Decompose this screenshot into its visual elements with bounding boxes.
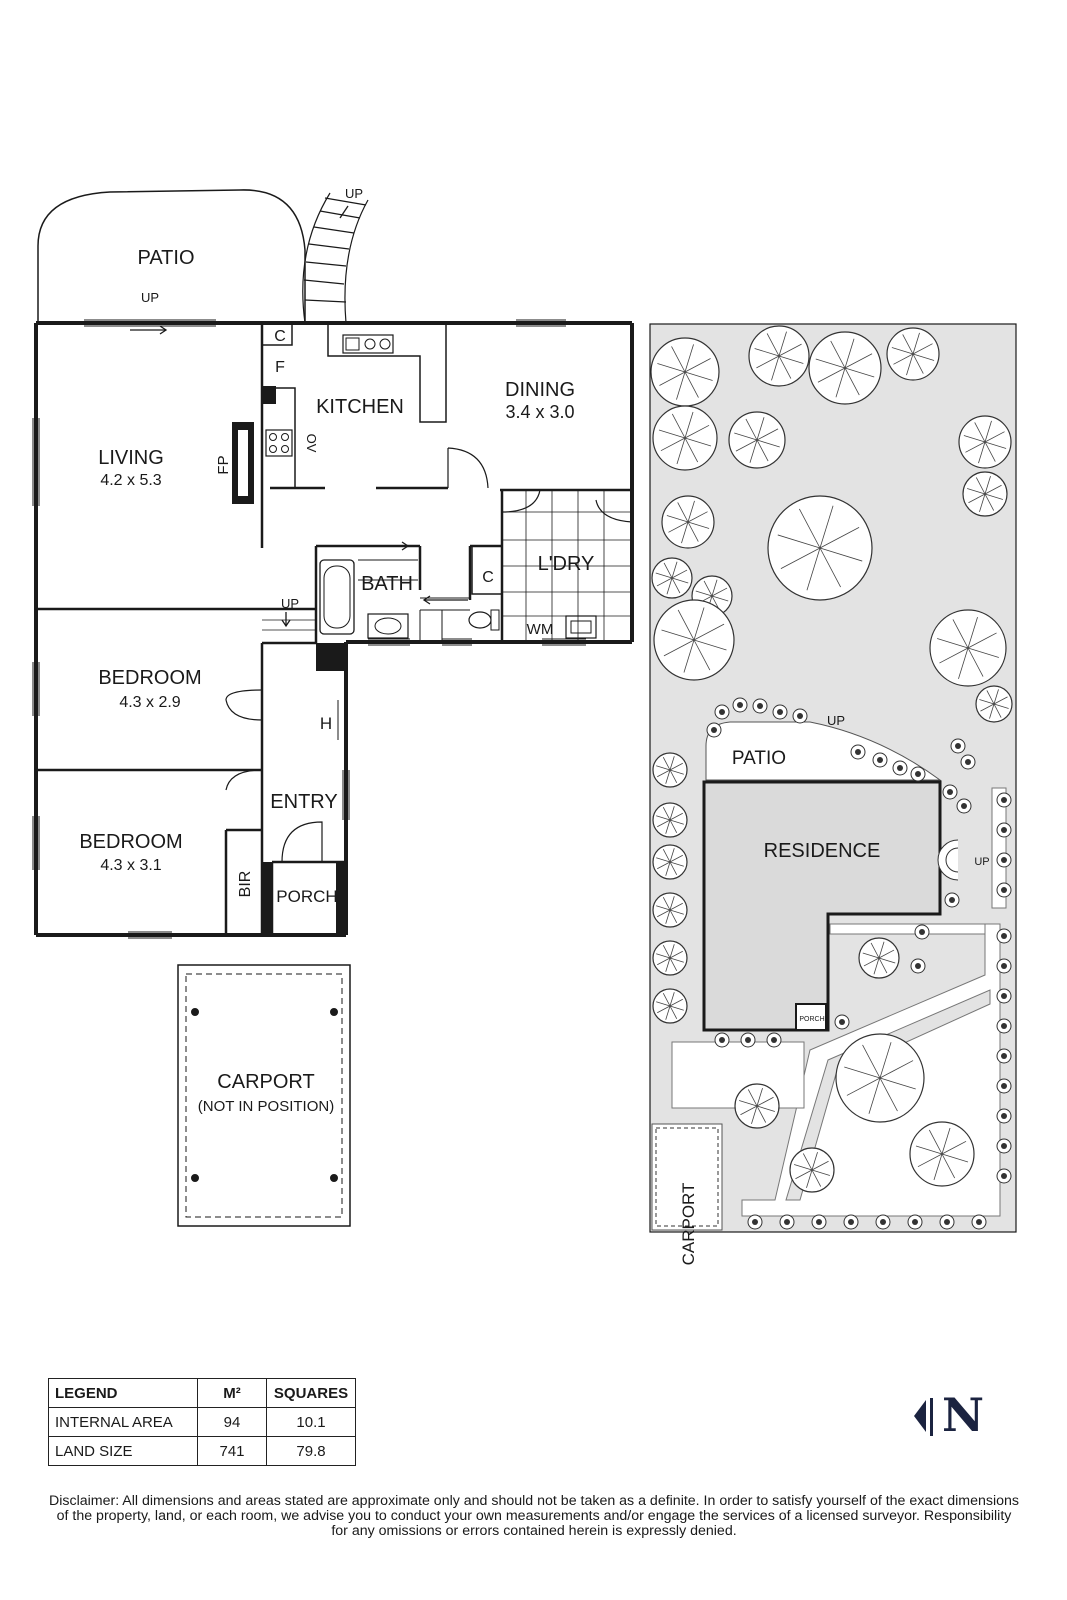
kitchen-label: KITCHEN <box>316 396 404 418</box>
legend-header-squares: SQUARES <box>266 1378 356 1408</box>
fireplace-label: FP <box>215 455 232 474</box>
siteplan: RESIDENCE PATIO PORCH UP UP CARPORT <box>649 323 1017 1265</box>
kitchen-cupboard <box>261 322 293 346</box>
site-up-patio: UP <box>827 713 845 728</box>
carport-label: CARPORT <box>217 1071 314 1093</box>
site-carport <box>651 1123 723 1231</box>
legend-row-squares: 79.8 <box>266 1436 356 1466</box>
disclaimer-line: Disclaimer: All dimensions and areas sta… <box>48 1493 1019 1509</box>
site-up-side: UP <box>974 856 989 868</box>
disclaimer-line: for any omissions or errors contained he… <box>331 1523 737 1539</box>
compass: N <box>912 1388 992 1442</box>
hall-up-label: UP <box>281 596 299 611</box>
washing-machine-label: WM <box>527 621 554 638</box>
legend-row-name: INTERNAL AREA <box>48 1407 198 1437</box>
residence-outline <box>702 780 942 1032</box>
site-porch <box>795 1003 827 1031</box>
interior-walls <box>36 323 632 935</box>
compass-letter: N <box>942 1388 985 1442</box>
legend-row-squares: 10.1 <box>266 1407 356 1437</box>
legend-row: LAND SIZE 741 79.8 <box>48 1436 356 1466</box>
kitchen-bench <box>327 323 447 423</box>
dining-dims: 3.4 x 3.0 <box>505 402 574 422</box>
carport-note: (NOT IN POSITION) <box>198 1098 334 1115</box>
site-porch-label: PORCH <box>799 1016 824 1023</box>
site-patio-label: PATIO <box>732 748 786 769</box>
windows <box>32 319 586 939</box>
patio-outline <box>37 189 306 323</box>
legend-table: LEGEND M² SQUARES INTERNAL AREA 94 10.1 … <box>48 1378 356 1466</box>
legend-row-m2: 741 <box>197 1436 267 1466</box>
compass-arrow-icon <box>914 1400 926 1432</box>
fridge-label: F <box>275 359 285 376</box>
compass-bar <box>930 1398 933 1436</box>
kitchen-cupboard-label: C <box>274 328 286 345</box>
laundry-cupboard-label: C <box>482 569 494 586</box>
vanity <box>367 613 409 639</box>
toilet <box>468 611 492 629</box>
bath-label: BATH <box>361 573 413 595</box>
legend-row: INTERNAL AREA 94 10.1 <box>48 1407 356 1437</box>
legend-header-m2: M² <box>197 1378 267 1408</box>
bedroom2-dims: 4.3 x 3.1 <box>100 857 161 874</box>
up-arrows <box>130 205 468 628</box>
living-label: LIVING <box>98 447 164 469</box>
legend-row-m2: 94 <box>197 1407 267 1437</box>
carport <box>177 964 351 1227</box>
legend-header-legend: LEGEND <box>48 1378 198 1408</box>
outer-walls <box>34 321 634 937</box>
living-dims: 4.2 x 5.3 <box>100 472 161 489</box>
curved-stairs <box>302 192 369 324</box>
stairs-up-label: UP <box>345 186 363 201</box>
site-labels: RESIDENCE PATIO PORCH UP UP CARPORT <box>679 713 990 1265</box>
bedroom1-label: BEDROOM <box>98 667 201 689</box>
site-trees <box>650 325 1013 1230</box>
sink <box>342 334 394 354</box>
site-residence-label: RESIDENCE <box>764 840 881 862</box>
doors <box>225 447 633 863</box>
entry-label: ENTRY <box>270 791 337 813</box>
bath-steps <box>358 559 470 642</box>
cooktop <box>265 429 293 457</box>
legend-header-row: LEGEND M² SQUARES <box>48 1378 356 1408</box>
oven-label: OV <box>304 434 319 453</box>
patio-label: PATIO <box>137 247 194 269</box>
disclaimer: Disclaimer: All dimensions and areas sta… <box>14 1494 1054 1539</box>
floorplan-labels: PATIO UP UP LIVING 4.2 x 5.3 KITCHEN DIN… <box>79 186 594 1115</box>
bir-label: BIR <box>237 871 254 898</box>
laundry-cupboard <box>471 545 503 595</box>
bathtub <box>319 559 355 635</box>
floorplan <box>32 189 634 939</box>
laundry-label: L'DRY <box>538 553 595 575</box>
site-carport-label: CARPORT <box>679 1183 698 1266</box>
dining-label: DINING <box>505 379 575 401</box>
patio-up-label: UP <box>141 290 159 305</box>
porch-label: PORCH <box>276 887 337 906</box>
disclaimer-line: of the property, land, or each room, we … <box>56 1508 1012 1524</box>
bedroom2-label: BEDROOM <box>79 831 182 853</box>
bedroom1-dims: 4.3 x 2.9 <box>119 694 180 711</box>
heater-label: H <box>320 714 332 733</box>
legend-row-name: LAND SIZE <box>48 1436 198 1466</box>
laundry-tiles <box>502 490 632 642</box>
